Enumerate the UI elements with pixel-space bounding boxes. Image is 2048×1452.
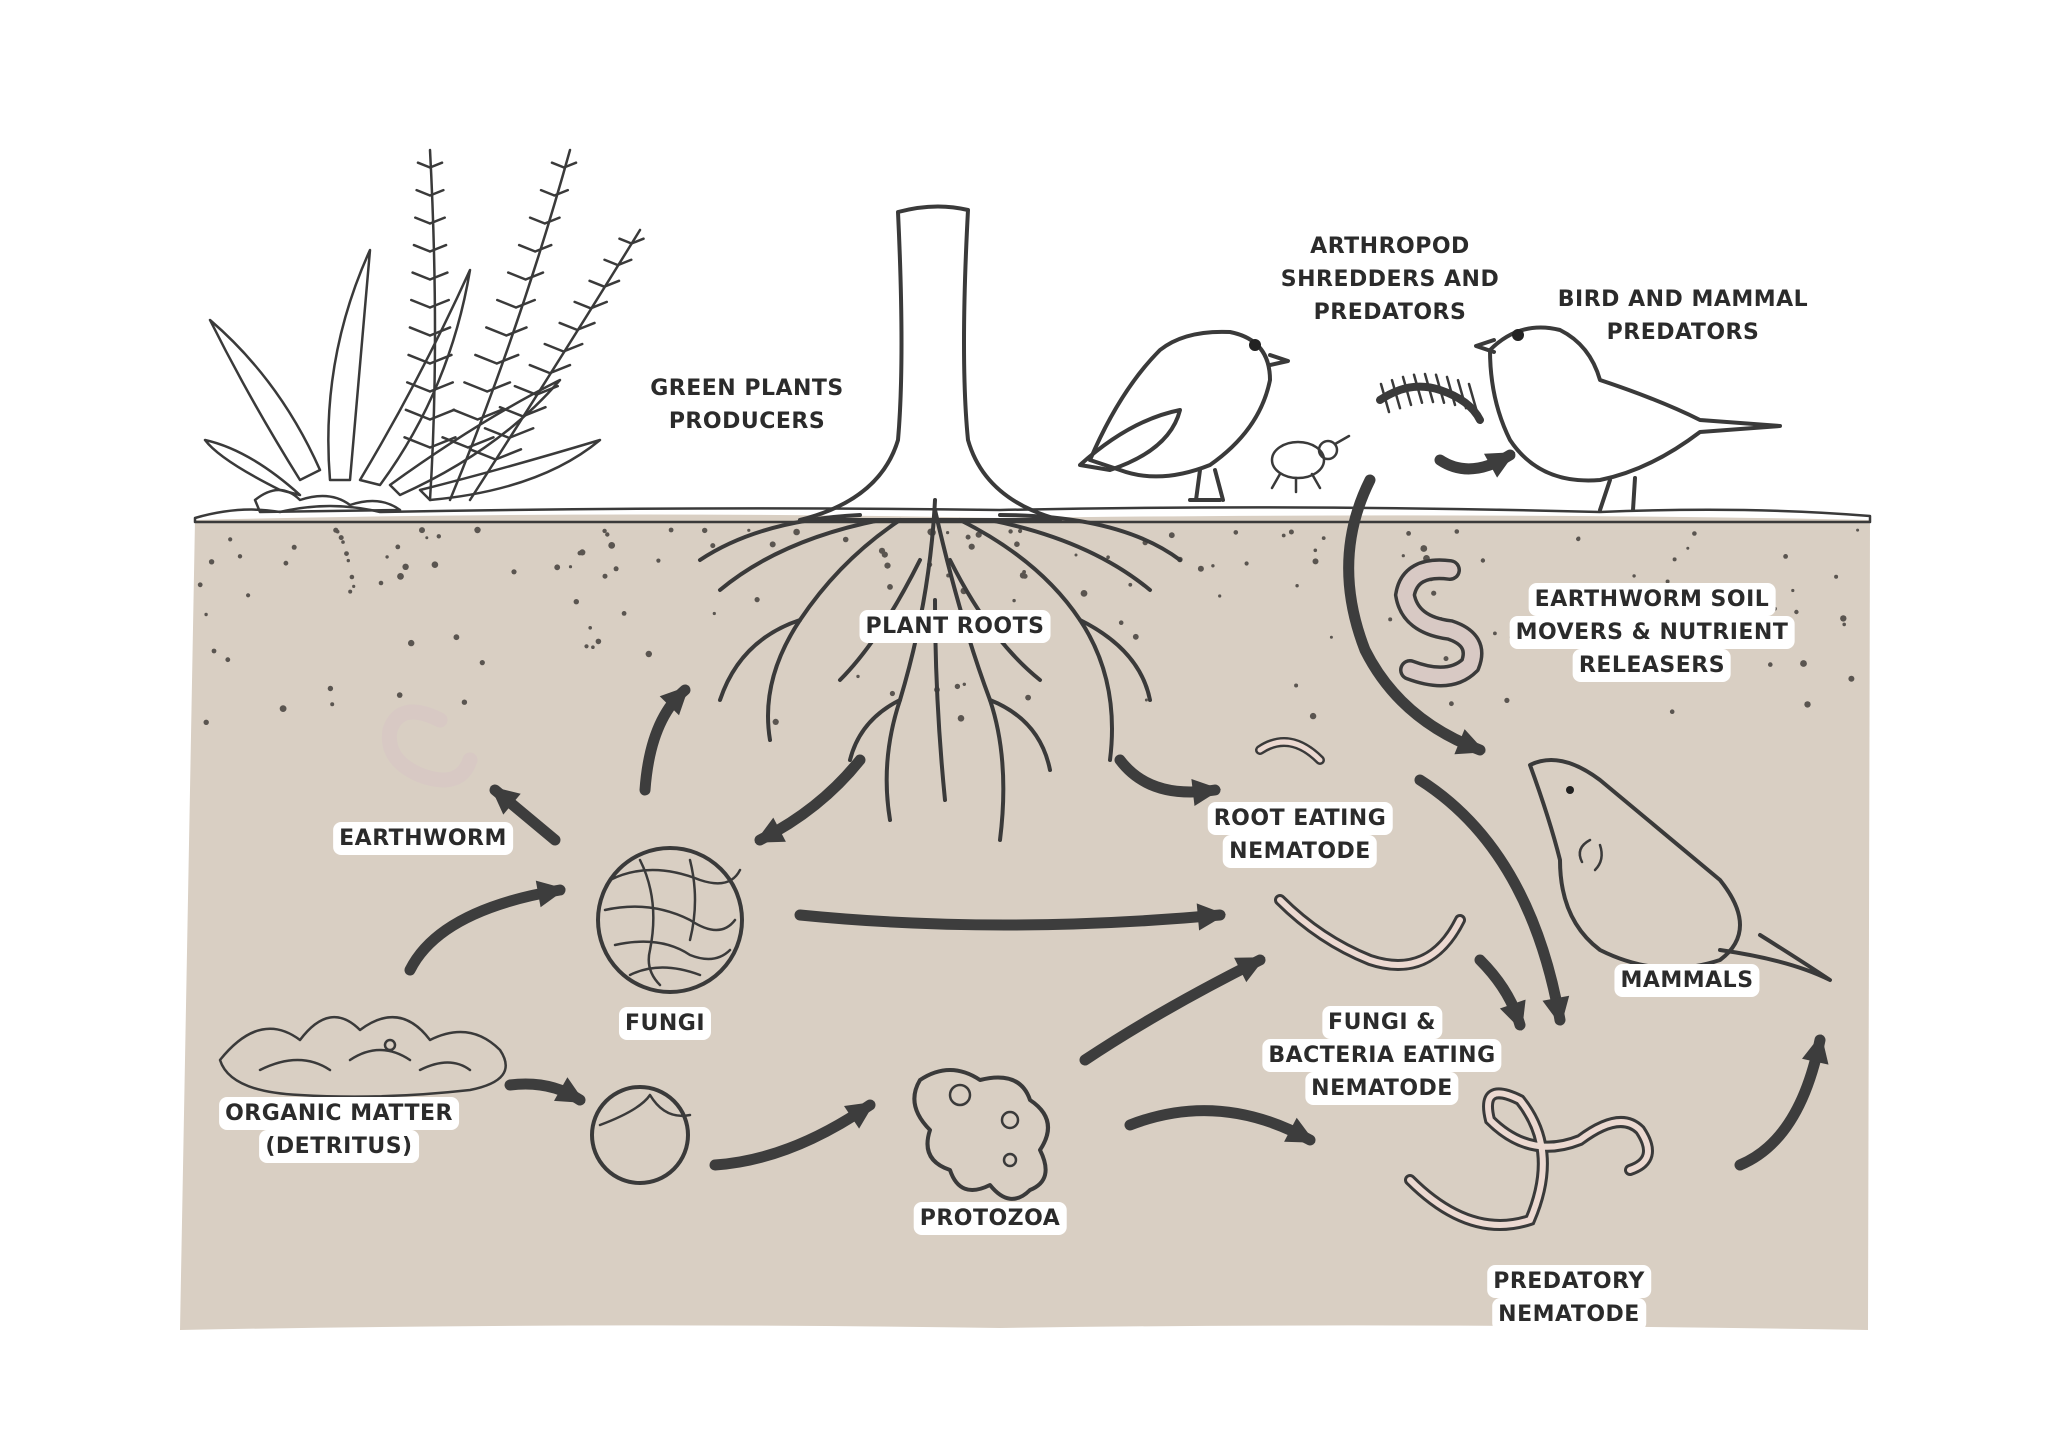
label-predatory: PREDATORY NEMATODE xyxy=(1487,1265,1651,1331)
label-earthworm: EARTHWORM xyxy=(333,822,513,855)
fungi-bacteria-nematode-icon xyxy=(1274,894,1466,971)
arrow-detritus-to-fungi xyxy=(404,884,566,976)
label-protozoa: PROTOZOA xyxy=(913,1202,1067,1235)
arrow-root-nematode-to-predatory xyxy=(1414,774,1566,1026)
label-arthropod: ARTHROPOD SHREDDERS AND PREDATORS xyxy=(1274,230,1506,329)
arrowhead xyxy=(1284,1117,1316,1143)
organic-matter-icon xyxy=(218,1015,507,1098)
bird-right xyxy=(1474,325,1782,512)
beetle-icon xyxy=(1270,434,1351,494)
protozoa-icon xyxy=(912,1068,1050,1201)
arrowhead xyxy=(659,685,690,716)
label-organic-matter: ORGANIC MATTER (DETRITUS) xyxy=(219,1097,459,1163)
arrow-protozoa-to-predatory xyxy=(1124,1105,1316,1146)
label-fungi-bacteria: FUNGI & BACTERIA EATING NEMATODE xyxy=(1262,1006,1502,1105)
tree-trunk xyxy=(798,204,1062,522)
fungi-icon xyxy=(596,846,744,994)
arrowhead xyxy=(844,1101,875,1129)
label-green-plants: GREEN PLANTS PRODUCERS xyxy=(644,372,850,438)
arrowhead xyxy=(554,1077,586,1103)
bacteria-icon xyxy=(590,1085,692,1185)
arrow-bacteria-to-protozoa xyxy=(709,1099,876,1171)
root-eating-nematode-icon xyxy=(1255,737,1325,765)
bird-left xyxy=(1078,329,1290,502)
arrowhead xyxy=(754,817,786,843)
arrowhead xyxy=(1454,729,1486,755)
arrowhead xyxy=(490,786,521,815)
earthworm-icon xyxy=(381,704,478,788)
arrowhead xyxy=(1802,1034,1829,1065)
surface-moss xyxy=(193,504,1872,524)
arrowhead xyxy=(535,880,566,908)
arrowhead xyxy=(1499,999,1526,1031)
mole-icon xyxy=(1528,758,1832,982)
fern-fronds xyxy=(403,161,645,461)
arrowhead xyxy=(1196,903,1226,931)
label-mammals: MAMMALS xyxy=(1614,964,1760,997)
arrow-protozoa-to-nematode xyxy=(1079,954,1266,1066)
centipede-icon xyxy=(1376,372,1484,424)
label-earthworm-soil: EARTHWORM SOIL MOVERS & NUTRIENT RELEASE… xyxy=(1509,583,1795,682)
arrow-predatory-to-mammals xyxy=(1734,1034,1826,1171)
arrow-fungi-to-nematode xyxy=(794,909,1226,931)
arrow-heads xyxy=(490,452,1829,1143)
earthworm-soil-icon xyxy=(1393,558,1484,688)
label-root-eating: ROOT EATING NEMATODE xyxy=(1207,802,1393,868)
label-bird-mammal: BIRD AND MAMMAL PREDATORS xyxy=(1551,283,1815,349)
green-plants xyxy=(203,148,642,514)
arrowhead xyxy=(1234,957,1266,983)
arrowhead xyxy=(1542,995,1570,1026)
predatory-nematode-icon xyxy=(1404,1087,1654,1231)
label-fungi: FUNGI xyxy=(618,1007,712,1040)
flow-arrows xyxy=(404,449,1826,1171)
arrow-arthropods-to-earthworm xyxy=(1343,474,1486,756)
arrowhead xyxy=(1191,779,1221,806)
label-plant-roots: PLANT ROOTS xyxy=(859,610,1051,643)
arrowhead xyxy=(1484,452,1516,478)
